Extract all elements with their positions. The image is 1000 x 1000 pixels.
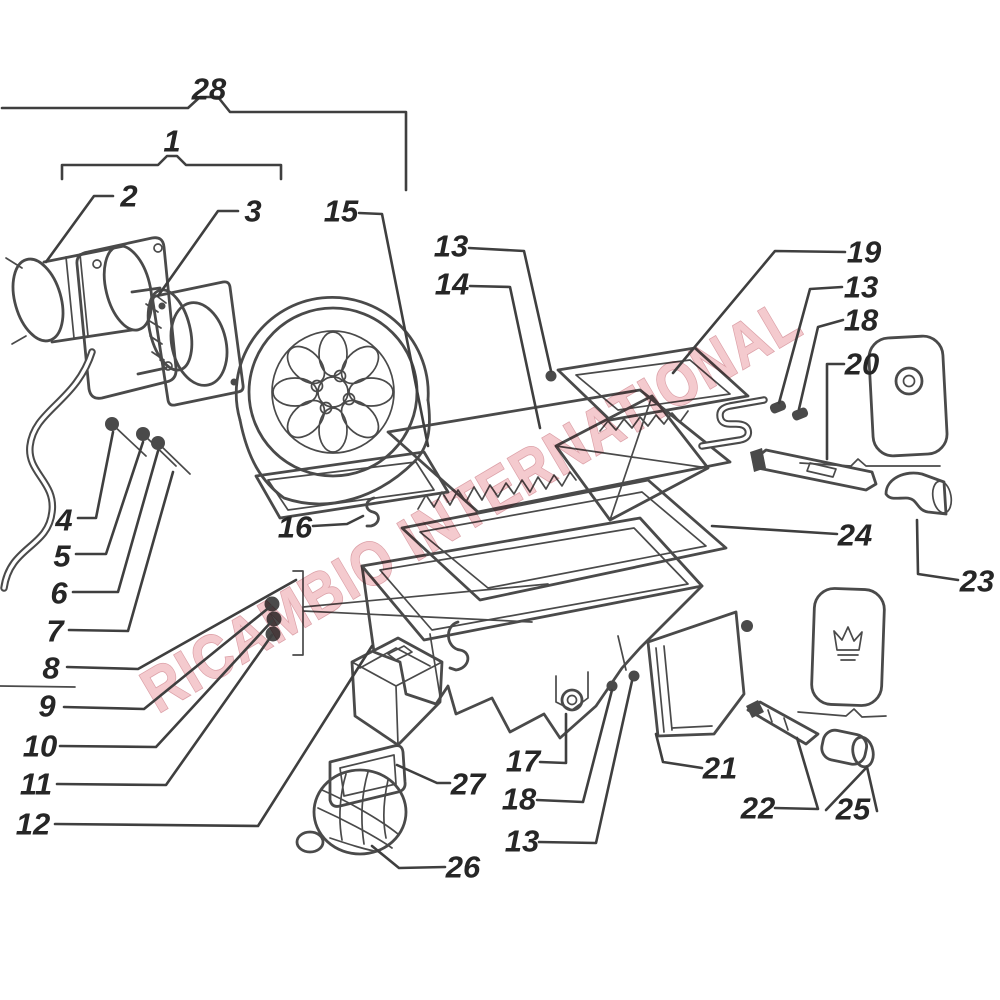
leader-line-3 [156,209,240,298]
leader-line-12 [53,644,374,828]
lever-rod-20 [750,448,878,492]
motor-gasket [151,280,245,407]
leader-line-19 [671,249,847,375]
callout-23: 23 [959,564,994,599]
leader-line-4 [76,430,115,520]
callout-1: 1 [163,124,180,159]
leader-line-1 [60,154,283,181]
callout-9: 9 [38,689,56,724]
mounting-screws [105,417,191,475]
callout-26: 26 [445,850,481,885]
callout-14: 14 [435,267,469,302]
leader-line-21 [654,732,704,770]
leader-line-22 [773,736,820,811]
leader-line-10 [58,619,274,749]
knob-25 [820,728,875,769]
leader-line-13 [777,285,844,405]
leader-line-18 [797,318,845,411]
leader-line-7 [67,470,175,633]
callout-18: 18 [502,782,537,817]
callout-13: 13 [844,270,878,305]
callout-5: 5 [53,539,71,574]
callout-20: 20 [844,347,879,382]
leader-line-11 [55,633,274,787]
leader-line-13 [537,679,634,845]
callout-24: 24 [837,518,872,553]
callout-19: 19 [847,235,882,270]
callout-21: 21 [702,751,737,786]
relay-box-12 [350,636,444,747]
handle-grip-23 [884,471,953,516]
callout-13: 13 [434,229,468,264]
leader-line-17 [538,712,568,765]
callout-2: 2 [119,179,137,214]
leader-line-25 [824,765,879,813]
callout-22: 22 [740,791,775,826]
leader-line-24 [710,524,839,536]
heater-gasket-frame [400,478,728,602]
small-fasteners [545,370,809,692]
watermark-text: RICAMBIO INTERNATIONAL [130,285,813,726]
callout-3: 3 [244,194,261,229]
blower-base-plate [254,450,450,520]
blower-housing [234,295,431,506]
side-pad-top [799,334,949,467]
callout-17: 17 [506,744,542,779]
callout-28: 28 [191,72,227,107]
hook-clip [365,496,380,528]
leader-line-18 [535,688,614,804]
callout-16: 16 [278,510,313,545]
leader-line-28 [0,95,408,192]
leader-line-14 [468,284,542,430]
blower-motor-assembly [0,236,194,592]
small-lever-22 [746,700,820,746]
leader-line-8 [65,578,298,671]
callout-4: 4 [54,503,72,538]
leader-line-5 [74,440,145,556]
callout-8: 8 [42,651,60,686]
side-pad-crown [797,587,887,718]
leader-line-9 [62,604,273,711]
callout-15: 15 [324,194,359,229]
callout-11: 11 [20,767,52,802]
heater-top-frame [556,346,750,422]
leader-line-20 [825,362,846,461]
deflector-panel-21 [646,610,746,738]
leader-line-15 [357,211,430,448]
callout-6: 6 [50,576,68,611]
callout-13: 13 [505,824,539,859]
callout-12: 12 [16,807,50,842]
callout-7: 7 [46,614,65,649]
blower-resistor-26 [295,768,408,856]
heater-core-cover [386,388,768,522]
callout-25: 25 [835,792,871,827]
leader-line-2 [44,194,115,264]
leader-line-23 [915,518,960,582]
callout-10: 10 [23,729,57,764]
callout-27: 27 [450,767,487,802]
leader-line-16 [311,514,365,528]
callout-18: 18 [844,303,879,338]
leader-line-27 [395,763,452,785]
fan-wheel [272,331,394,453]
leader-line-6 [71,449,160,594]
leader-line-13 [467,246,553,373]
leader-line-26 [370,844,447,870]
